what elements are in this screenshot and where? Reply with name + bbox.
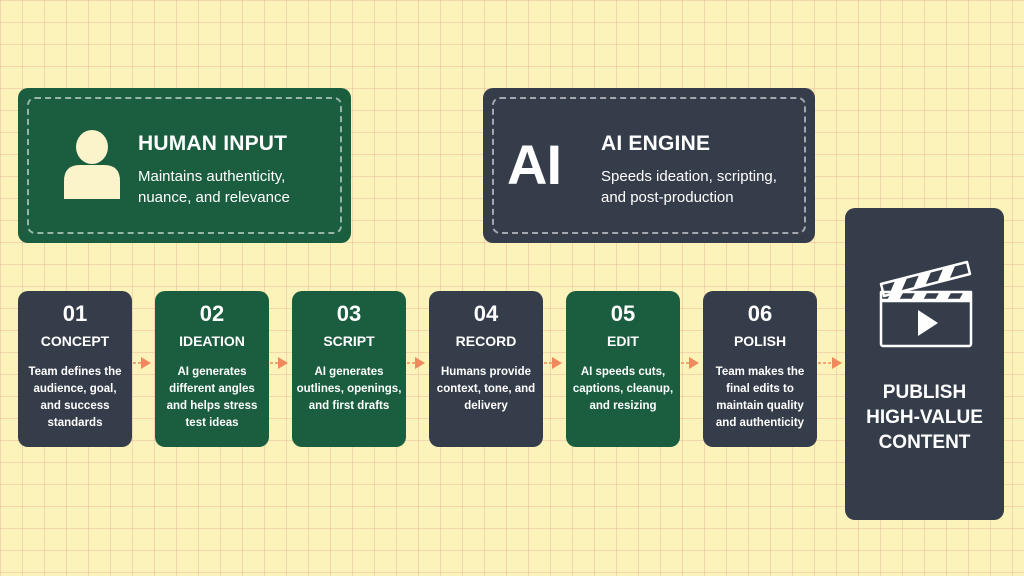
dashed-border (27, 97, 342, 234)
human-input-description: Maintains authenticity, nuance, and rele… (138, 168, 290, 206)
step-record: 04 RECORD Humans provide context, tone, … (429, 291, 543, 447)
step-description: AI generates different angles and helps … (166, 366, 258, 429)
human-input-title: HUMAN INPUT (138, 132, 288, 155)
step-number: 03 (336, 301, 362, 326)
step-concept: 01 CONCEPT Team defines the audience, go… (18, 291, 132, 447)
ai-engine-title: AI ENGINE (601, 132, 711, 155)
arrow-right-icon (544, 357, 562, 369)
step-name: IDEATION (179, 333, 245, 349)
publish-line-1: PUBLISH (882, 382, 967, 403)
step-script: 03 SCRIPT AI generates outlines, opening… (292, 291, 406, 447)
publish-panel: PUBLISH HIGH-VALUE CONTENT (845, 208, 1004, 520)
step-name: CONCEPT (40, 333, 110, 349)
step-number: 06 (747, 301, 773, 326)
step-name: POLISH (733, 333, 787, 349)
arrow-right-icon (818, 357, 842, 369)
publish-line-3: CONTENT (878, 432, 971, 453)
step-number: 04 (473, 301, 499, 326)
person-icon (64, 130, 120, 199)
step-name: RECORD (455, 333, 517, 349)
step-edit: 05 EDIT AI speeds cuts, captions, cleanu… (566, 291, 680, 447)
step-polish: 06 POLISH Team makes the final edits to … (703, 291, 817, 447)
publish-title: PUBLISH HIGH-VALUE CONTENT (845, 380, 1004, 455)
step-description: Humans provide context, tone, and delive… (436, 366, 536, 412)
ai-engine-description: Speeds ideation, scripting, and post-pro… (601, 168, 777, 206)
step-name: SCRIPT (323, 333, 375, 349)
step-description: Team makes the final edits to maintain q… (715, 366, 805, 429)
arrow-right-icon (133, 357, 151, 369)
arrow-right-icon (407, 357, 425, 369)
step-description: Team defines the audience, goal, and suc… (28, 366, 122, 429)
step-number: 05 (610, 301, 636, 326)
arrow-right-icon (681, 357, 699, 369)
step-name: EDIT (607, 333, 639, 349)
clapperboard-play-icon (879, 260, 973, 348)
ai-badge: AI (507, 133, 562, 196)
dashed-border (492, 97, 806, 234)
step-description: AI generates outlines, openings, and fir… (296, 366, 402, 412)
publish-line-2: HIGH-VALUE (866, 407, 983, 428)
step-number: 01 (62, 301, 88, 326)
step-ideation: 02 IDEATION AI generates different angle… (155, 291, 269, 447)
human-input-panel: HUMAN INPUT Maintains authenticity, nuan… (18, 88, 351, 243)
arrow-right-icon (270, 357, 288, 369)
ai-engine-panel: AI AI ENGINE Speeds ideation, scripting,… (483, 88, 815, 243)
step-description: AI speeds cuts, captions, cleanup, and r… (572, 366, 674, 412)
step-number: 02 (199, 301, 225, 326)
